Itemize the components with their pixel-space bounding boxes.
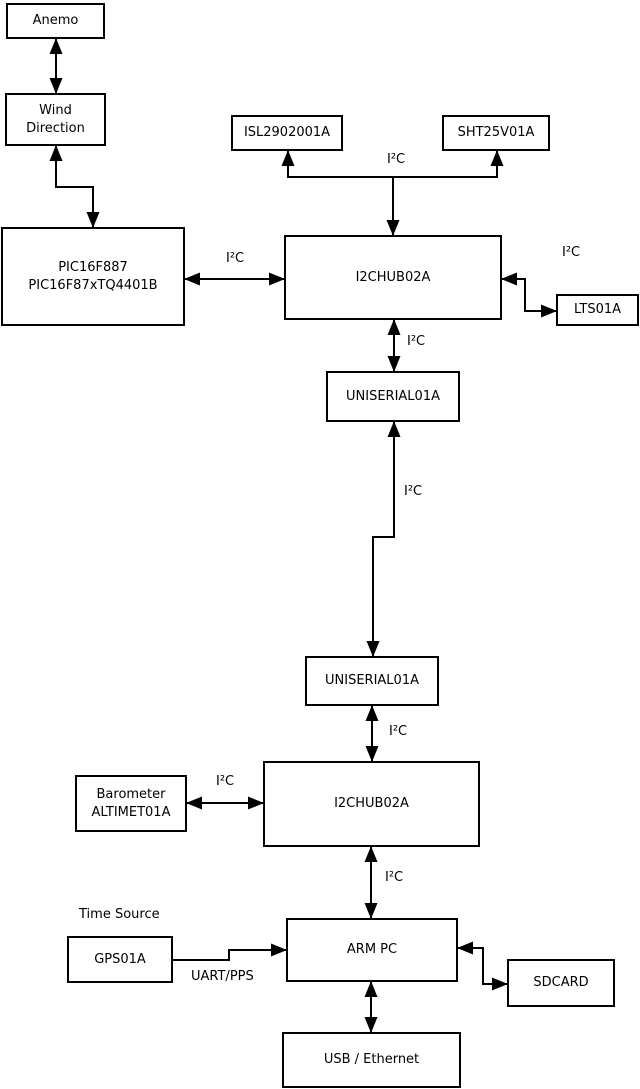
node-sdcard-label: SDCARD [533,975,589,990]
edge-label-i2c-barometer: I²C [216,774,235,789]
node-sht25v01a: SHT25V01A [442,115,550,151]
edge-uniserial-top-uniserial-bottom [366,421,401,657]
node-wind-direction-label-line1: Wind [39,102,72,118]
node-usb-ethernet-label: USB / Ethernet [323,1052,420,1067]
node-lts01a: LTS01A [556,294,639,326]
node-i2chub02a-top: I2CHUB02A [284,235,502,320]
node-barometer-label-line1: Barometer [96,786,166,802]
node-isl2902001a: ISL2902001A [231,115,343,151]
node-uniserial-bottom-label: UNISERIAL01A [325,673,419,688]
node-sht-label: SHT25V01A [457,125,535,140]
node-wind-direction: Wind Direction [5,93,106,146]
edge-gps-arm-pc [173,943,287,961]
node-uniserial-top-label: UNISERIAL01A [346,388,440,404]
node-arm-pc-label: ARM PC [346,942,398,957]
edge-label-i2c-hub-arm-pc: I²C [385,870,404,885]
edge-label-uart-pps: UART/PPS [191,969,254,984]
node-lts-label: LTS01A [573,302,622,317]
node-sdcard: SDCARD [507,959,615,1007]
node-usb-ethernet: USB / Ethernet [282,1032,461,1088]
node-wind-direction-label-line2: Direction [26,120,85,136]
node-gps-label: GPS01A [94,951,146,967]
edge-label-i2c-hub-uniserial-top: I²C [407,334,426,349]
node-pic-label-line2: PIC16F87xTQ4401B [28,277,158,293]
node-pic-label-line1: PIC16F887 [58,259,128,275]
node-barometer-altimet01a: Barometer ALTIMET01A [75,775,187,832]
node-gps01a: GPS01A [67,936,173,983]
node-i2chub02a-bottom: I2CHUB02A [263,761,480,847]
label-time-source: Time Source [79,907,160,922]
node-anemo-label: Anemo [32,13,79,28]
node-uniserial01a-bottom: UNISERIAL01A [305,656,439,706]
edge-label-i2c-pic-hub: I²C [226,251,245,266]
node-isl-label: ISL2902001A [243,125,331,140]
node-i2chub-bottom-label: I2CHUB02A [334,796,409,811]
edge-label-i2c-uniserial-link: I²C [404,484,423,499]
node-barometer-label-line2: ALTIMET01A [91,804,171,820]
node-pic-microcontroller: PIC16F887 PIC16F87xTQ4401B [1,227,185,326]
edge-label-i2c-uniserial-bottom-hub: I²C [389,724,408,739]
node-i2chub-top-label: I2CHUB02A [355,269,431,285]
edge-wind-direction-pic [49,145,100,228]
edge-label-i2c-lts: I²C [562,245,581,260]
edge-label-i2c-isl-sht-bus: I²C [387,152,406,167]
node-arm-pc: ARM PC [286,918,458,982]
node-anemo: Anemo [6,3,105,39]
node-uniserial01a-top: UNISERIAL01A [326,371,460,422]
edge-arm-pc-sdcard [457,941,508,991]
edge-i2chub-top-lts [501,272,557,318]
